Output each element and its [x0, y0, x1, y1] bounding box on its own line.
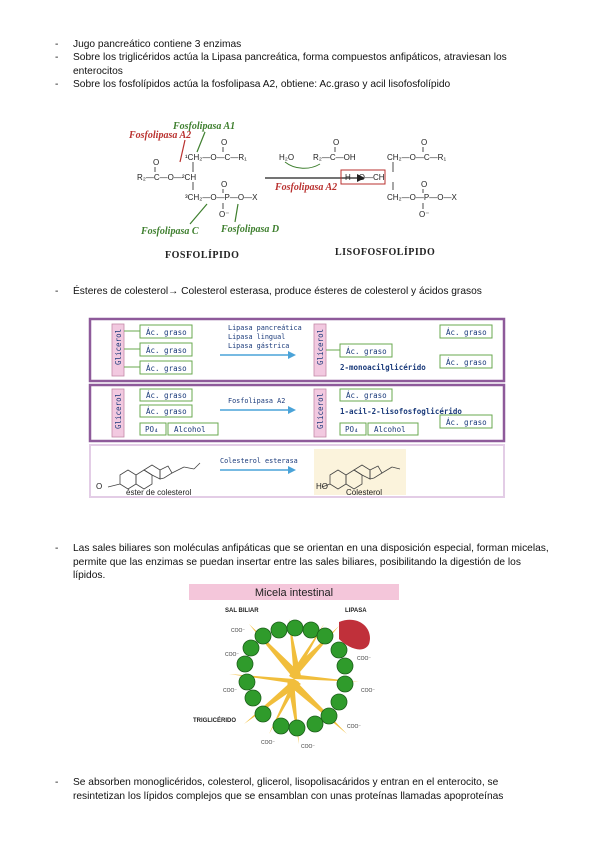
enzyme-fosfolipasa-a2: Fosfolipasa A2	[228, 397, 285, 405]
svg-text:O: O	[221, 180, 227, 189]
label-fosfolipasa-c: Fosfolipasa C	[140, 226, 199, 237]
ac-graso-box: Ác. graso	[346, 347, 387, 356]
steroid-icon	[107, 462, 201, 490]
panel-fosfolipasa: Glicerol Ác. graso Ác. graso PO₄ Alcohol…	[88, 383, 506, 443]
cholesterol-icon	[321, 464, 401, 490]
glicerol-label: Glicerol	[316, 393, 325, 429]
lipid-digestion-panels: Glicerol Ác. graso Ác. graso Ác. graso L…	[88, 317, 506, 498]
caption-colesterol: Colesterol	[346, 488, 382, 497]
coo-label: COO⁻	[225, 652, 239, 658]
panel-lipasas: Glicerol Ác. graso Ác. graso Ác. graso L…	[88, 317, 506, 383]
chem-o-minus-right: O⁻	[419, 210, 429, 219]
enzyme-lipasa-pancreatica: Lipasa pancreática	[228, 324, 302, 332]
svg-text:HO: HO	[316, 482, 328, 491]
chem-c2: R₂—C—O—²CH	[137, 173, 196, 182]
glicerol-label: Glicerol	[114, 393, 123, 429]
coo-label: COO⁻	[357, 656, 371, 662]
panel-colesterol: O éster de colesterol Colesterol esteras…	[89, 444, 505, 498]
bullet-text: Las sales biliares son moléculas anfipát…	[73, 543, 549, 581]
label-trigliceridos: TRIGLICÉRIDO	[193, 716, 236, 724]
ac-graso-box: Ác. graso	[146, 407, 187, 416]
bullet-dash: -	[55, 39, 59, 50]
bullet-dash: -	[55, 79, 59, 90]
coo-label: COO⁻	[347, 724, 361, 730]
bullet-2: - Sobre los triglicéridos actúa la Lipas…	[55, 51, 551, 78]
chem-c1: ¹CH₂—O—C—R₁	[185, 153, 247, 162]
chem-r2: H—O—CH	[345, 173, 385, 182]
bullet-dash: -	[55, 777, 59, 788]
bullet-dash: -	[55, 52, 59, 63]
coo-label: COO⁻	[301, 744, 315, 750]
bullet-1: - Jugo pancreático contiene 3 enzimas	[55, 38, 551, 52]
bullet-text: Jugo pancreático contiene 3 enzimas	[73, 39, 242, 50]
chem-r1: CH₂—O—C—R₁	[387, 153, 446, 162]
label-sal-biliar: SAL BILIAR	[225, 608, 259, 614]
bullet-text: Ésteres de colesterol→ Colesterol estera…	[73, 286, 482, 297]
label-lipasa: LIPASA	[345, 608, 367, 614]
bullet-4: - Ésteres de colesterol→ Colesterol este…	[55, 285, 551, 299]
bullet-5: - Las sales biliares son moléculas anfip…	[55, 542, 551, 583]
po4-box: PO₄	[145, 425, 159, 434]
bullet-6: - Se absorben monoglicéridos, colesterol…	[55, 776, 551, 803]
label-fosfolipasa-d: Fosfolipasa D	[220, 224, 279, 235]
bullet-3: - Sobre los fosfolípidos actúa la fosfol…	[55, 78, 551, 92]
phospholipase-diagram: Fosfolipasa A1 Fosfolipasa A2 ¹CH₂—O—C—R…	[128, 121, 457, 261]
bullet-text: Se absorben monoglicéridos, colesterol, …	[73, 777, 504, 802]
svg-text:O: O	[421, 138, 427, 147]
ac-graso-box: Ác. graso	[146, 328, 187, 337]
product-monoacilglicerido: 2-monoacilglicérido	[340, 363, 426, 372]
chem-r3: CH₂—O—P—O—X	[387, 193, 457, 202]
svg-text:O: O	[153, 158, 159, 167]
coo-label: COO⁻	[231, 628, 245, 634]
enzyme-lipasa-lingual: Lipasa lingual	[228, 333, 285, 341]
enzyme-colesterol-esterasa: Colesterol esterasa	[220, 457, 298, 465]
alcohol-box: Alcohol	[374, 425, 406, 434]
caption-fosfolipido: FOSFOLÍPIDO	[165, 249, 239, 261]
glicerol-label: Glicerol	[316, 329, 325, 365]
svg-text:O: O	[333, 138, 339, 147]
chem-h2o: H₂O	[279, 153, 294, 162]
enzyme-lipasa-gastrica: Lipasa gástrica	[228, 342, 289, 350]
ac-graso-box: Ác. graso	[446, 418, 487, 427]
chem-o-minus-left: O⁻	[219, 210, 229, 219]
label-fosfolipasa-a2-arrow: Fosfolipasa A2	[274, 182, 337, 193]
svg-text:O: O	[421, 180, 427, 189]
bullet-text: Sobre los fosfolípidos actúa la fosfolip…	[73, 79, 451, 90]
title-band	[189, 584, 399, 600]
coo-label: COO⁻	[223, 688, 237, 694]
coo-label: COO⁻	[361, 688, 375, 694]
glicerol-label: Glicerol	[114, 329, 123, 365]
ac-graso-box: Ác. graso	[446, 328, 487, 337]
svg-text:O: O	[221, 138, 227, 147]
bullet-dash: -	[55, 286, 59, 297]
caption-lisofosfolipido: LISOFOSFOLÍPIDO	[335, 246, 435, 258]
micela-intestinal-figure: Micela intestinal SAL BILIAR LIPASA TRIG…	[189, 584, 399, 750]
ac-graso-box: Ác. graso	[146, 346, 187, 355]
svg-text:O: O	[96, 482, 102, 491]
ac-graso-box: Ác. graso	[346, 391, 387, 400]
label-fosfolipasa-a1: Fosfolipasa A1	[172, 121, 235, 132]
po4-box: PO₄	[345, 425, 359, 434]
ac-graso-box: Ác. graso	[146, 391, 187, 400]
ac-graso-box: Ác. graso	[146, 364, 187, 373]
ac-graso-box: Ác. graso	[446, 358, 487, 367]
bullet-text: Sobre los triglicéridos actúa la Lipasa …	[73, 52, 507, 77]
label-fosfolipasa-a2-left: Fosfolipasa A2	[128, 130, 191, 141]
micela-title: Micela intestinal	[255, 587, 333, 599]
lipasa-shape	[339, 619, 370, 650]
chem-c3: ³CH₂—O—P—O—X	[185, 193, 258, 202]
caption-ester-colesterol: éster de colesterol	[126, 488, 192, 497]
product-lisofosfoglicerido: 1-acil-2-lisofosfoglicérido	[340, 407, 462, 416]
chem-acid: R₂—C—OH	[313, 153, 356, 162]
alcohol-box: Alcohol	[174, 425, 206, 434]
bullet-dash: -	[55, 543, 59, 554]
coo-label: COO⁻	[261, 740, 275, 746]
bile-salt-spheres	[236, 619, 354, 737]
